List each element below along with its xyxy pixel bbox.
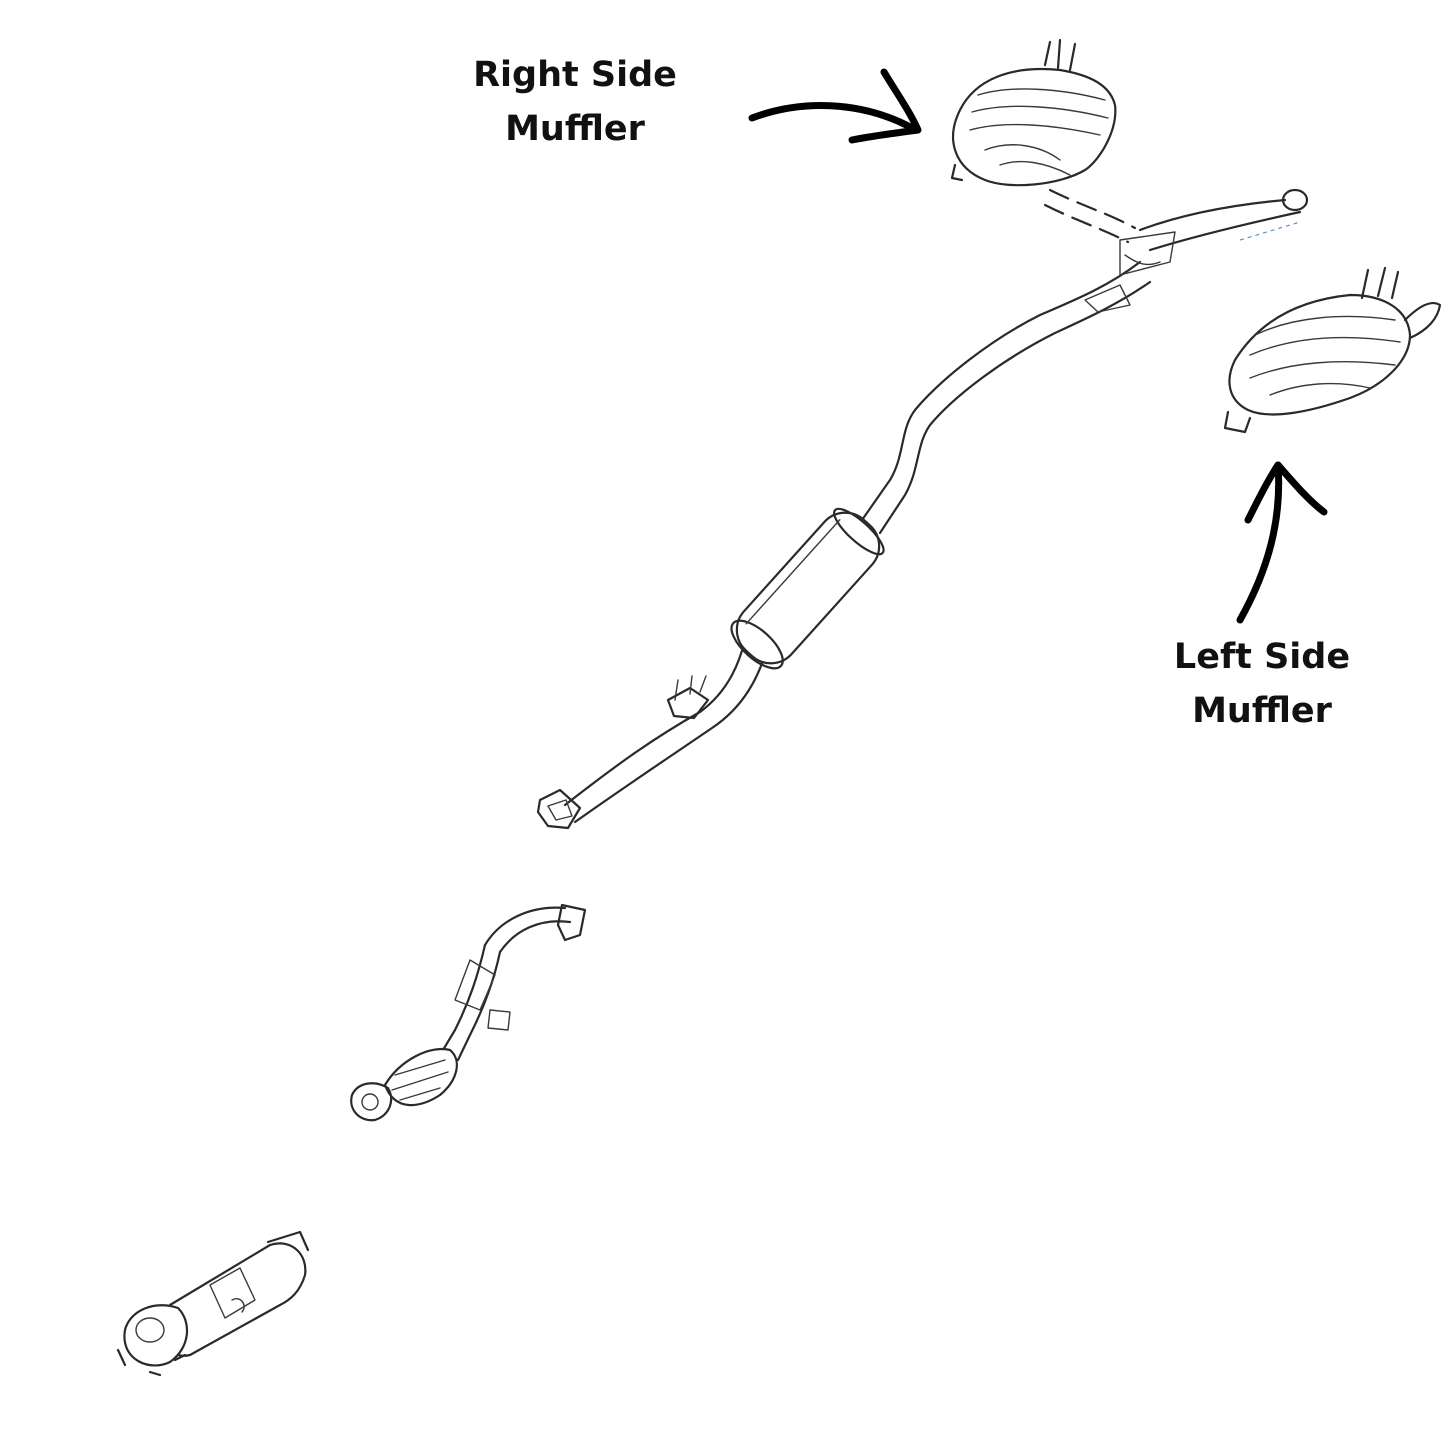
left-label-line2: Muffler [1192,691,1332,731]
guide-dashes [1239,221,1301,241]
right-label-line2: Muffler [505,109,645,149]
right-side-muffler-label: Right Side Muffler [445,48,705,156]
catalytic-converter [116,1230,310,1377]
right-muffler-arrow [748,68,922,144]
right-side-muffler-drawing [950,38,1117,187]
right-label-line1: Right Side [473,55,677,95]
left-side-muffler-label: Left Side Muffler [1132,630,1392,738]
left-side-muffler-drawing [1223,266,1442,434]
mid-pipe-flange [536,675,710,830]
left-muffler-arrow [1236,461,1328,624]
main-exhaust-pipe [563,188,1309,824]
left-label-line1: Left Side [1173,637,1351,677]
front-pipe [350,903,587,1122]
center-resonator [730,507,885,670]
